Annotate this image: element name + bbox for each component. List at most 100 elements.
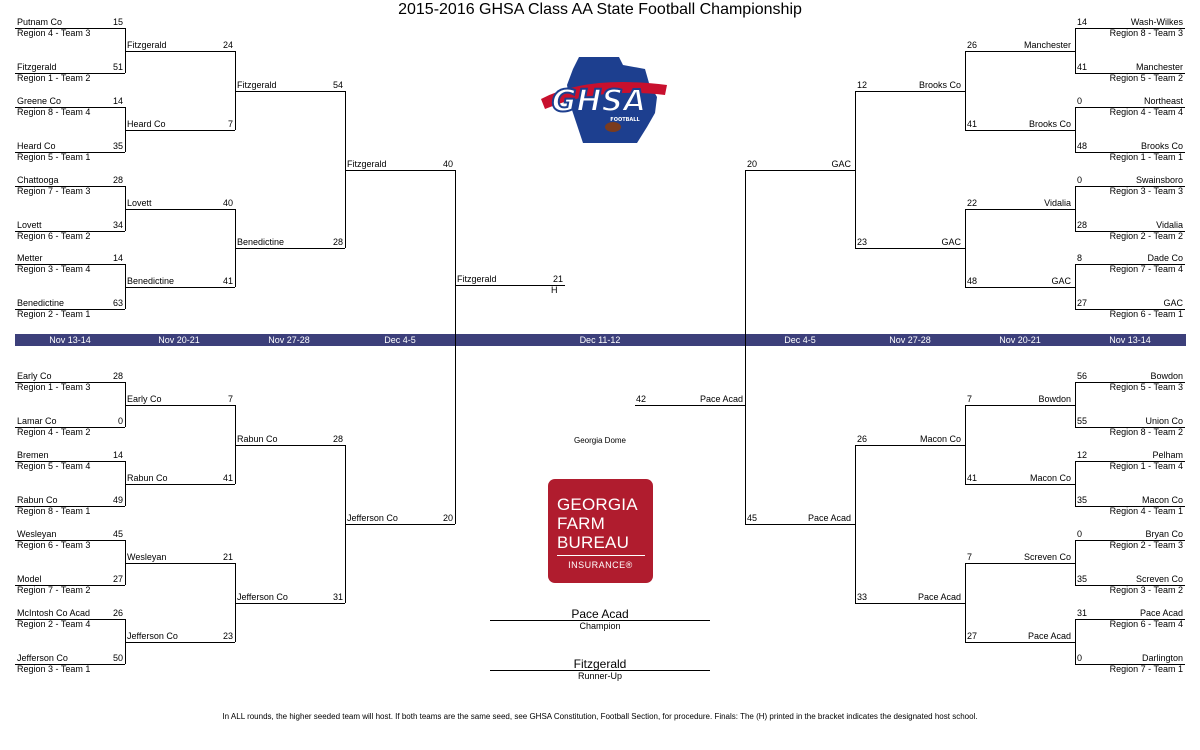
- team-name: GAC: [1051, 276, 1071, 286]
- champion-label: Champion: [579, 621, 621, 631]
- team-name: Greene Co: [17, 96, 62, 106]
- match-line: [125, 405, 235, 406]
- round-date-left-4: Dec 4-5: [384, 335, 416, 345]
- team-seed: Region 5 - Team 2: [1109, 73, 1183, 83]
- team-score: 63: [112, 298, 123, 308]
- team-score: 28: [112, 371, 123, 381]
- georgia-farm-bureau-logo: GEORGIA FARM BUREAU INSURANCE®: [548, 479, 653, 583]
- ghsa-logo-text: GHSA: [552, 84, 647, 119]
- team-seed: Region 3 - Team 2: [1109, 585, 1183, 595]
- round-date-left-3: Nov 27-28: [268, 335, 310, 345]
- team-score: 27: [112, 574, 123, 584]
- match-line: [125, 563, 235, 564]
- connector-line: [1075, 619, 1076, 664]
- match-line: [15, 427, 125, 428]
- team-score: 7: [967, 552, 973, 562]
- connector-line: [1075, 461, 1076, 506]
- team-name: GAC: [941, 237, 961, 247]
- team-name: Brooks Co: [918, 80, 961, 90]
- match-line: [125, 642, 235, 643]
- team-name: Early Co: [127, 394, 162, 404]
- team-score: 0: [1077, 653, 1083, 663]
- team-name: Heard Co: [127, 119, 166, 129]
- connector-line: [125, 28, 126, 73]
- team-name: Chattooga: [17, 175, 59, 185]
- gfb-line-1: GEORGIA: [557, 495, 638, 514]
- match-line: [965, 209, 1075, 210]
- connector-line: [745, 170, 746, 524]
- team-score: 28: [112, 175, 123, 185]
- team-seed: Region 4 - Team 4: [1109, 107, 1183, 117]
- team-score: 14: [112, 450, 123, 460]
- team-score: 28: [332, 237, 343, 247]
- match-line: [965, 642, 1075, 643]
- team-name: Wesleyan: [17, 529, 57, 539]
- team-name: Bremen: [17, 450, 49, 460]
- team-seed: Region 4 - Team 3: [17, 28, 91, 38]
- team-score: 45: [112, 529, 123, 539]
- team-seed: Region 1 - Team 4: [1109, 461, 1183, 471]
- ghsa-logo-graphic: GHSA FOOTBALL: [541, 57, 667, 143]
- team-name: Lamar Co: [17, 416, 57, 426]
- team-name: Bowdon: [1150, 371, 1183, 381]
- match-line: [15, 309, 125, 310]
- champion-line: [490, 620, 710, 621]
- round-dates-band: Nov 13-14 Nov 20-21 Nov 27-28 Dec 4-5 De…: [15, 334, 1186, 346]
- team-name: Wash-Wilkes: [1130, 17, 1183, 27]
- team-name: Dade Co: [1147, 253, 1183, 263]
- team-score: 35: [1077, 574, 1088, 584]
- match-line: [15, 231, 125, 232]
- team-seed: Region 2 - Team 3: [1109, 540, 1183, 550]
- team-score: 34: [112, 220, 123, 230]
- match-line: [745, 170, 855, 171]
- match-line: [855, 91, 965, 92]
- connector-line: [125, 461, 126, 506]
- team-score: 14: [1077, 17, 1088, 27]
- team-name: Pace Acad: [807, 513, 851, 523]
- team-name: Fitzgerald: [127, 40, 167, 50]
- team-seed: Region 5 - Team 1: [17, 152, 91, 162]
- team-seed: Region 6 - Team 3: [17, 540, 91, 550]
- team-score: 41: [967, 473, 978, 483]
- team-name: Jefferson Co: [237, 592, 288, 602]
- team-name: Brooks Co: [1140, 141, 1183, 151]
- gfb-divider: [557, 555, 645, 556]
- team-name: Bowdon: [1038, 394, 1071, 404]
- match-line: [1075, 309, 1185, 310]
- connector-line: [125, 107, 126, 152]
- match-line: [965, 287, 1075, 288]
- gfb-line-2: FARM: [557, 514, 606, 533]
- team-seed: Region 2 - Team 1: [17, 309, 91, 319]
- runner-up-line: [490, 670, 710, 671]
- team-name: Macon Co: [919, 434, 961, 444]
- team-name: Fitzgerald: [237, 80, 277, 90]
- match-line: [15, 186, 125, 187]
- team-score: 41: [222, 276, 233, 286]
- team-score: 41: [1077, 62, 1088, 72]
- connector-line: [235, 563, 236, 642]
- team-seed: Region 3 - Team 3: [1109, 186, 1183, 196]
- match-line: [15, 540, 125, 541]
- team-score: 33: [857, 592, 868, 602]
- team-name: Screven Co: [1135, 574, 1183, 584]
- team-seed: Region 1 - Team 2: [17, 73, 91, 83]
- team-score: 31: [1077, 608, 1088, 618]
- match-line: [1075, 619, 1185, 620]
- team-score: 54: [332, 80, 343, 90]
- match-line: [15, 619, 125, 620]
- connector-line: [125, 540, 126, 585]
- team-name: Benedictine: [237, 237, 285, 247]
- team-seed: Region 8 - Team 2: [1109, 427, 1183, 437]
- team-name: Early Co: [17, 371, 52, 381]
- connector-line: [1075, 540, 1076, 585]
- match-line: [1075, 152, 1185, 153]
- team-name: Benedictine: [127, 276, 175, 286]
- team-seed: Region 4 - Team 1: [1109, 506, 1183, 516]
- team-name: Swainsboro: [1135, 175, 1183, 185]
- team-score: 7: [227, 119, 233, 129]
- runner-up-label: Runner-Up: [577, 671, 623, 681]
- team-score: 40: [442, 159, 453, 169]
- team-name: Fitzgerald: [347, 159, 387, 169]
- team-name: McIntosh Co Acad: [17, 608, 91, 618]
- connector-line: [455, 170, 456, 524]
